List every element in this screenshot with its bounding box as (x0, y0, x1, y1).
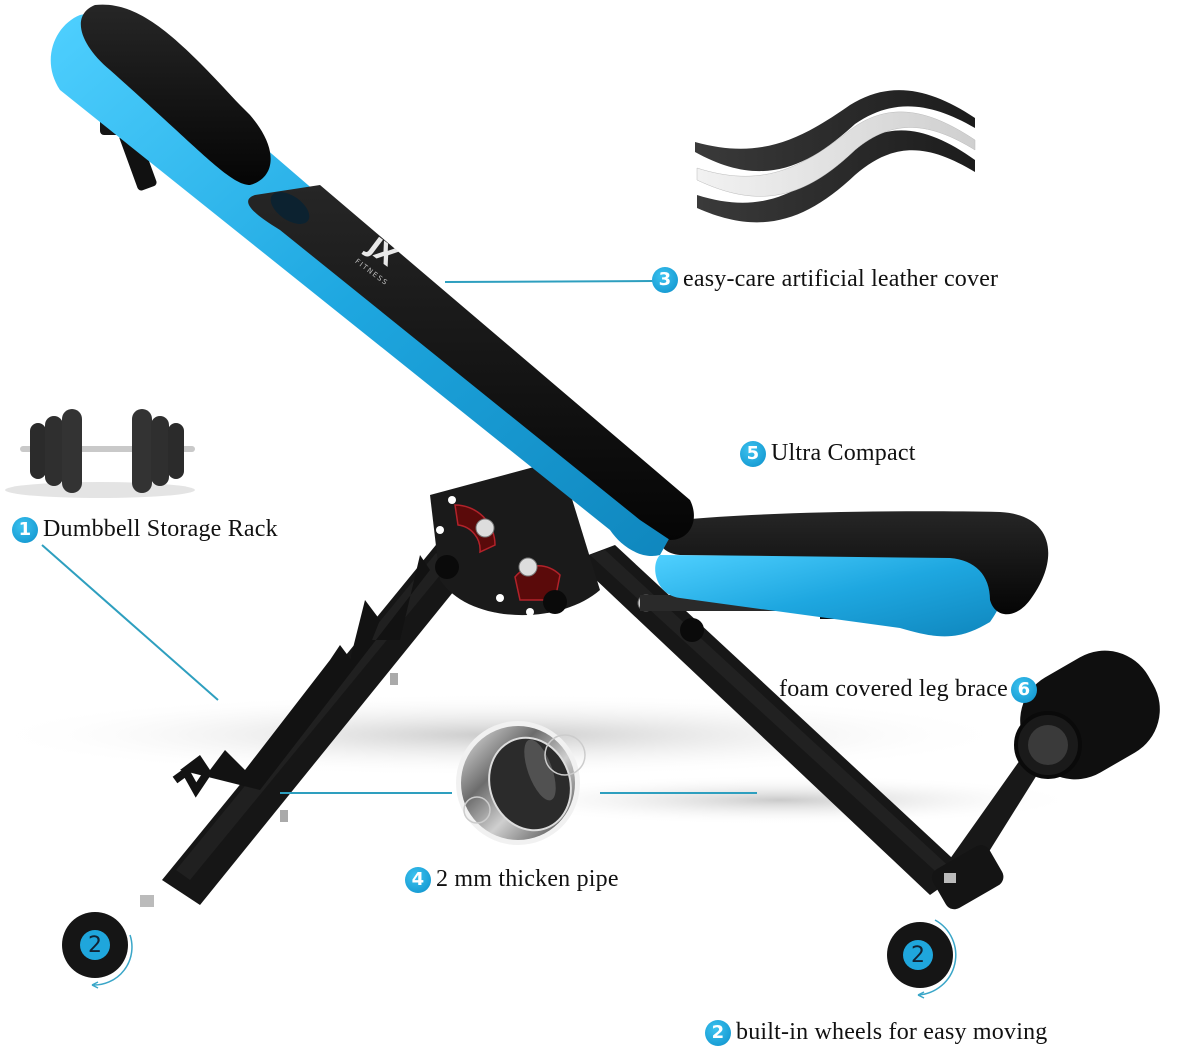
seat-pad (640, 511, 1049, 637)
dumbbell-illustration (5, 409, 195, 498)
callout-text: built-in wheels for easy moving (736, 1019, 1048, 1045)
callout-text: Dumbbell Storage Rack (43, 516, 278, 542)
callout-ultra-compact: 5 Ultra Compact (740, 440, 916, 467)
callout-number-badge: 3 (652, 266, 678, 293)
rear-leg-with-dumbbell-rack (162, 540, 475, 905)
callout-leg-brace: foam covered leg brace 6 (779, 676, 1037, 703)
callout-leather-cover: 3 easy-care artificial leather cover (652, 266, 998, 293)
callout-text: Ultra Compact (771, 440, 916, 466)
callout-text: 2 mm thicken pipe (436, 866, 619, 892)
callout-number-badge: 2 (705, 1019, 731, 1046)
wheel-marker-rear-right: 2 (903, 940, 933, 970)
callout-number-badge: 1 (12, 516, 38, 543)
backrest-pad (50, 4, 694, 556)
callout-text: foam covered leg brace (779, 676, 1008, 702)
callout-thicken-pipe: 4 2 mm thicken pipe (405, 866, 619, 893)
callout-number-badge: 4 (405, 866, 431, 893)
leather-layers-illustration (695, 90, 976, 223)
pipe-cross-section-illustration (456, 721, 586, 845)
callout-number-badge: 5 (740, 440, 766, 467)
callout-wheels: 2 built-in wheels for easy moving (705, 1019, 1047, 1046)
leg-brace (931, 650, 1160, 910)
wheel-marker-front-left: 2 (80, 930, 110, 960)
callout-dumbbell-rack: 1 Dumbbell Storage Rack (12, 516, 278, 543)
callout-number-badge: 6 (1010, 676, 1037, 703)
callout-text: easy-care artificial leather cover (683, 266, 999, 292)
callout-lines (41, 280, 757, 794)
